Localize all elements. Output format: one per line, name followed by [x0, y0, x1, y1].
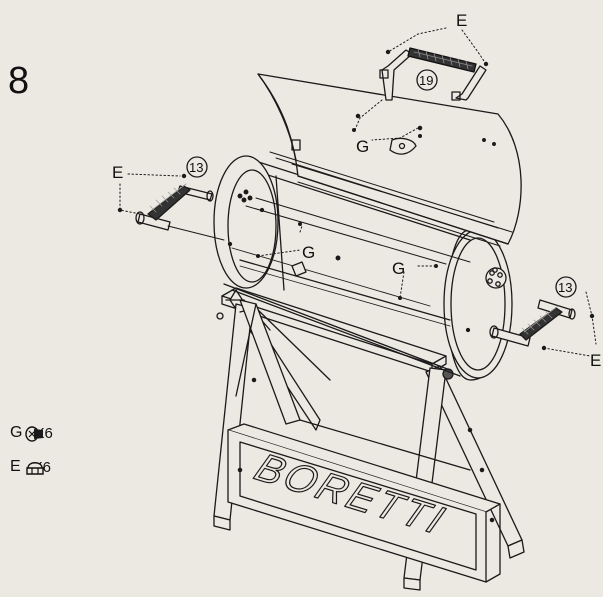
step-number: 8 — [8, 60, 30, 102]
legend-row-g: G X6 — [10, 424, 53, 442]
part-number-13-left: 13 — [189, 160, 203, 175]
legend-row-e: E X6 — [10, 458, 51, 476]
lid — [257, 73, 522, 247]
callout-g-mid: G — [302, 243, 315, 262]
callout-e-left: E — [112, 163, 123, 182]
handle-right — [489, 299, 576, 347]
legend-letter-e: E — [10, 458, 21, 475]
callout-g-right: G — [392, 259, 405, 278]
screw-icon — [25, 426, 43, 442]
part-number-19: 19 — [419, 73, 433, 88]
callout-e-right: E — [590, 351, 601, 370]
callout-g-top: G — [356, 137, 369, 156]
part-number-13-right: 13 — [558, 280, 572, 295]
legend-letter-g: G — [10, 424, 23, 441]
handle-top — [379, 47, 487, 101]
barrel — [213, 155, 513, 381]
cap-nut-icon — [26, 462, 44, 475]
callout-e-top: E — [456, 11, 467, 30]
callout-dots — [117, 49, 595, 351]
handle-left — [135, 183, 225, 241]
